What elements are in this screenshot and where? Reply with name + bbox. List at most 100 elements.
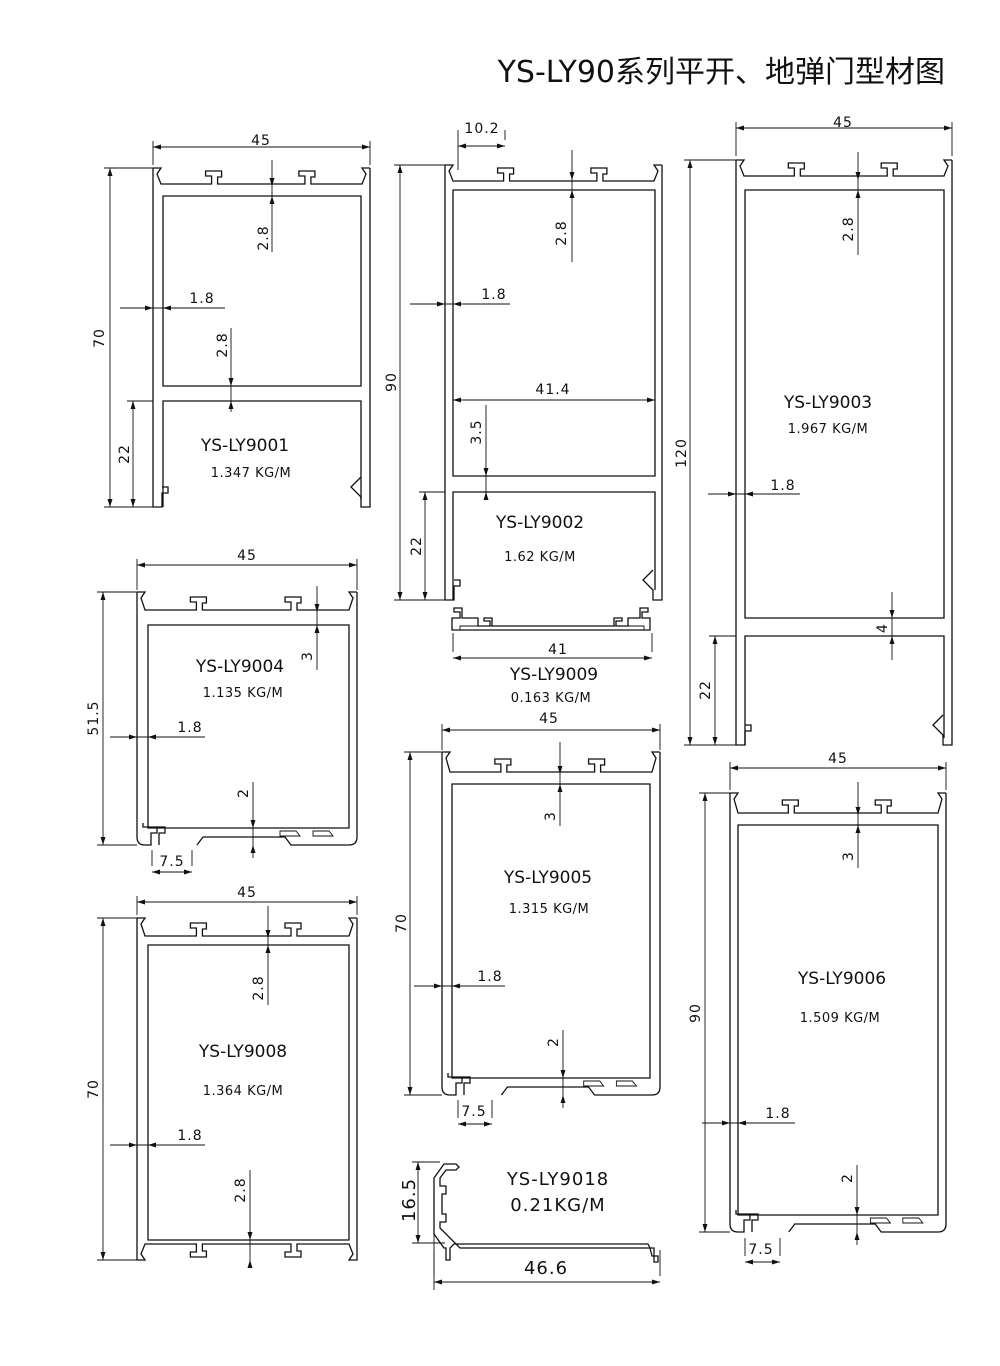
dimension-arrow: [483, 492, 489, 500]
profile-weight: 1.315 KG/M: [509, 902, 590, 917]
ys-ly9009-outline: [451, 607, 651, 631]
profile-name: YS-LY9009: [509, 665, 598, 685]
bottom-outline: [136, 592, 358, 846]
dimension-arrow: [265, 945, 271, 953]
dimension-arrow: [314, 604, 320, 612]
extension-line: [151, 850, 193, 866]
dim-wall-side: 1.8: [177, 1128, 202, 1144]
profile-cavity: [147, 624, 350, 829]
dimension-arrow: [483, 468, 489, 476]
bottom-outline: [441, 752, 661, 1096]
dimension-arrow: [184, 869, 192, 875]
profile-cavity: [147, 944, 350, 1241]
dimension-arrow: [247, 1232, 253, 1240]
lower-cavity: [744, 635, 945, 745]
bottom-slot: [750, 1213, 759, 1232]
dim-wall-side: 1.8: [770, 478, 795, 494]
dimension-arrow: [228, 378, 234, 386]
dimension-arrow: [137, 899, 145, 905]
dimension-arrow: [745, 1259, 753, 1265]
dimension-arrow: [497, 143, 505, 149]
dimension-arrow: [153, 144, 161, 150]
dim-wall-side: 1.8: [477, 969, 502, 985]
right-wall: [350, 168, 371, 508]
top-flange: [736, 159, 952, 177]
dimension-arrow: [557, 784, 563, 792]
extension-line: [394, 164, 445, 601]
extension-line: [97, 917, 137, 1261]
profile-ys-ly9005: 45 70 3 YS-LY9005 1.315 KG/M 1.8 2 7.5: [394, 711, 592, 1120]
extension-line: [457, 1100, 493, 1118]
dimension-arrow: [100, 1252, 106, 1260]
dimension-arrow: [407, 1087, 413, 1095]
profile-name: YS-LY9004: [195, 657, 284, 677]
dimension-arrow: [453, 301, 461, 307]
extension-line: [709, 635, 736, 746]
dimension-arrow: [269, 196, 275, 204]
dim-wall-top: 2.8: [256, 225, 272, 250]
dim-width: 46.6: [524, 1258, 568, 1279]
profile-name: YS-LY9018: [506, 1169, 609, 1190]
dimension-arrow: [855, 825, 861, 833]
extension-line: [136, 896, 358, 915]
extension-line: [97, 591, 137, 846]
dim-wall-mid: 3.5: [469, 419, 485, 444]
dimension-arrow: [855, 172, 861, 180]
dimension-arrow: [889, 610, 895, 618]
dim-wall-bottom: 2.8: [233, 1177, 249, 1202]
sheet-title: YS-LY90系列平开、地弹门型材图: [497, 55, 945, 90]
dimension-arrow: [738, 1120, 746, 1126]
dimension-arrow: [652, 727, 660, 733]
profile-cavity: [452, 189, 656, 477]
extension-line: [452, 633, 653, 652]
dim-wall-side: 1.8: [189, 291, 214, 307]
dimension-arrow: [772, 1259, 780, 1265]
dim-height: 16.5: [399, 1178, 420, 1222]
dim-slot: 7.5: [461, 1104, 486, 1120]
dimension-arrow: [854, 1207, 860, 1215]
dim-width: 45: [237, 885, 257, 901]
bottom-slot: [462, 1076, 471, 1095]
bottom-groove: [869, 1217, 924, 1224]
dim-width: 45: [251, 133, 271, 149]
dim-wall-top: 3: [300, 651, 316, 661]
dimension-arrow: [453, 655, 461, 661]
extension-line: [699, 792, 730, 1233]
dimension-arrow: [397, 592, 403, 600]
top-flange: [137, 917, 357, 937]
top-flange: [442, 751, 660, 773]
profile-cavity: [737, 824, 939, 1216]
bottom-outline: [729, 793, 947, 1233]
dim-width: 45: [828, 751, 848, 767]
profile-weight: 1.364 KG/M: [203, 1084, 284, 1099]
dimension-arrow: [228, 401, 234, 409]
dimension-arrow: [407, 752, 413, 760]
right-wall: [642, 165, 663, 601]
dim-width: 45: [539, 711, 559, 727]
dimension-arrow: [560, 1070, 566, 1078]
dim-height: 120: [674, 438, 690, 468]
top-flange: [137, 591, 357, 611]
dim-height: 70: [394, 913, 410, 933]
bottom-groove: [583, 1080, 638, 1087]
dimension-arrow: [730, 765, 738, 771]
profile-name: YS-LY9001: [200, 436, 289, 456]
dimension-arrow: [854, 1232, 860, 1240]
extension-line: [412, 1161, 445, 1244]
dim-lower: 22: [698, 680, 714, 700]
bottom-groove: [279, 830, 334, 837]
extension-line: [127, 400, 153, 508]
dim-wall-side: 1.8: [177, 720, 202, 736]
dim-wall-top: 3: [543, 811, 559, 821]
dim-height: 70: [86, 1079, 102, 1099]
profile-name: YS-LY9008: [198, 1042, 287, 1062]
extension-line: [457, 130, 506, 140]
profile-weight: 1.62 KG/M: [504, 550, 576, 565]
profile-weight: 1.967 KG/M: [788, 422, 869, 437]
dimension-arrow: [148, 1142, 156, 1148]
extension-line: [419, 491, 445, 601]
profile-weight: 1.347 KG/M: [211, 466, 292, 481]
profile-ys-ly9018: YS-LY9018 0.21KG/M 16.5 46.6: [399, 1169, 609, 1279]
extension-line: [729, 762, 947, 790]
